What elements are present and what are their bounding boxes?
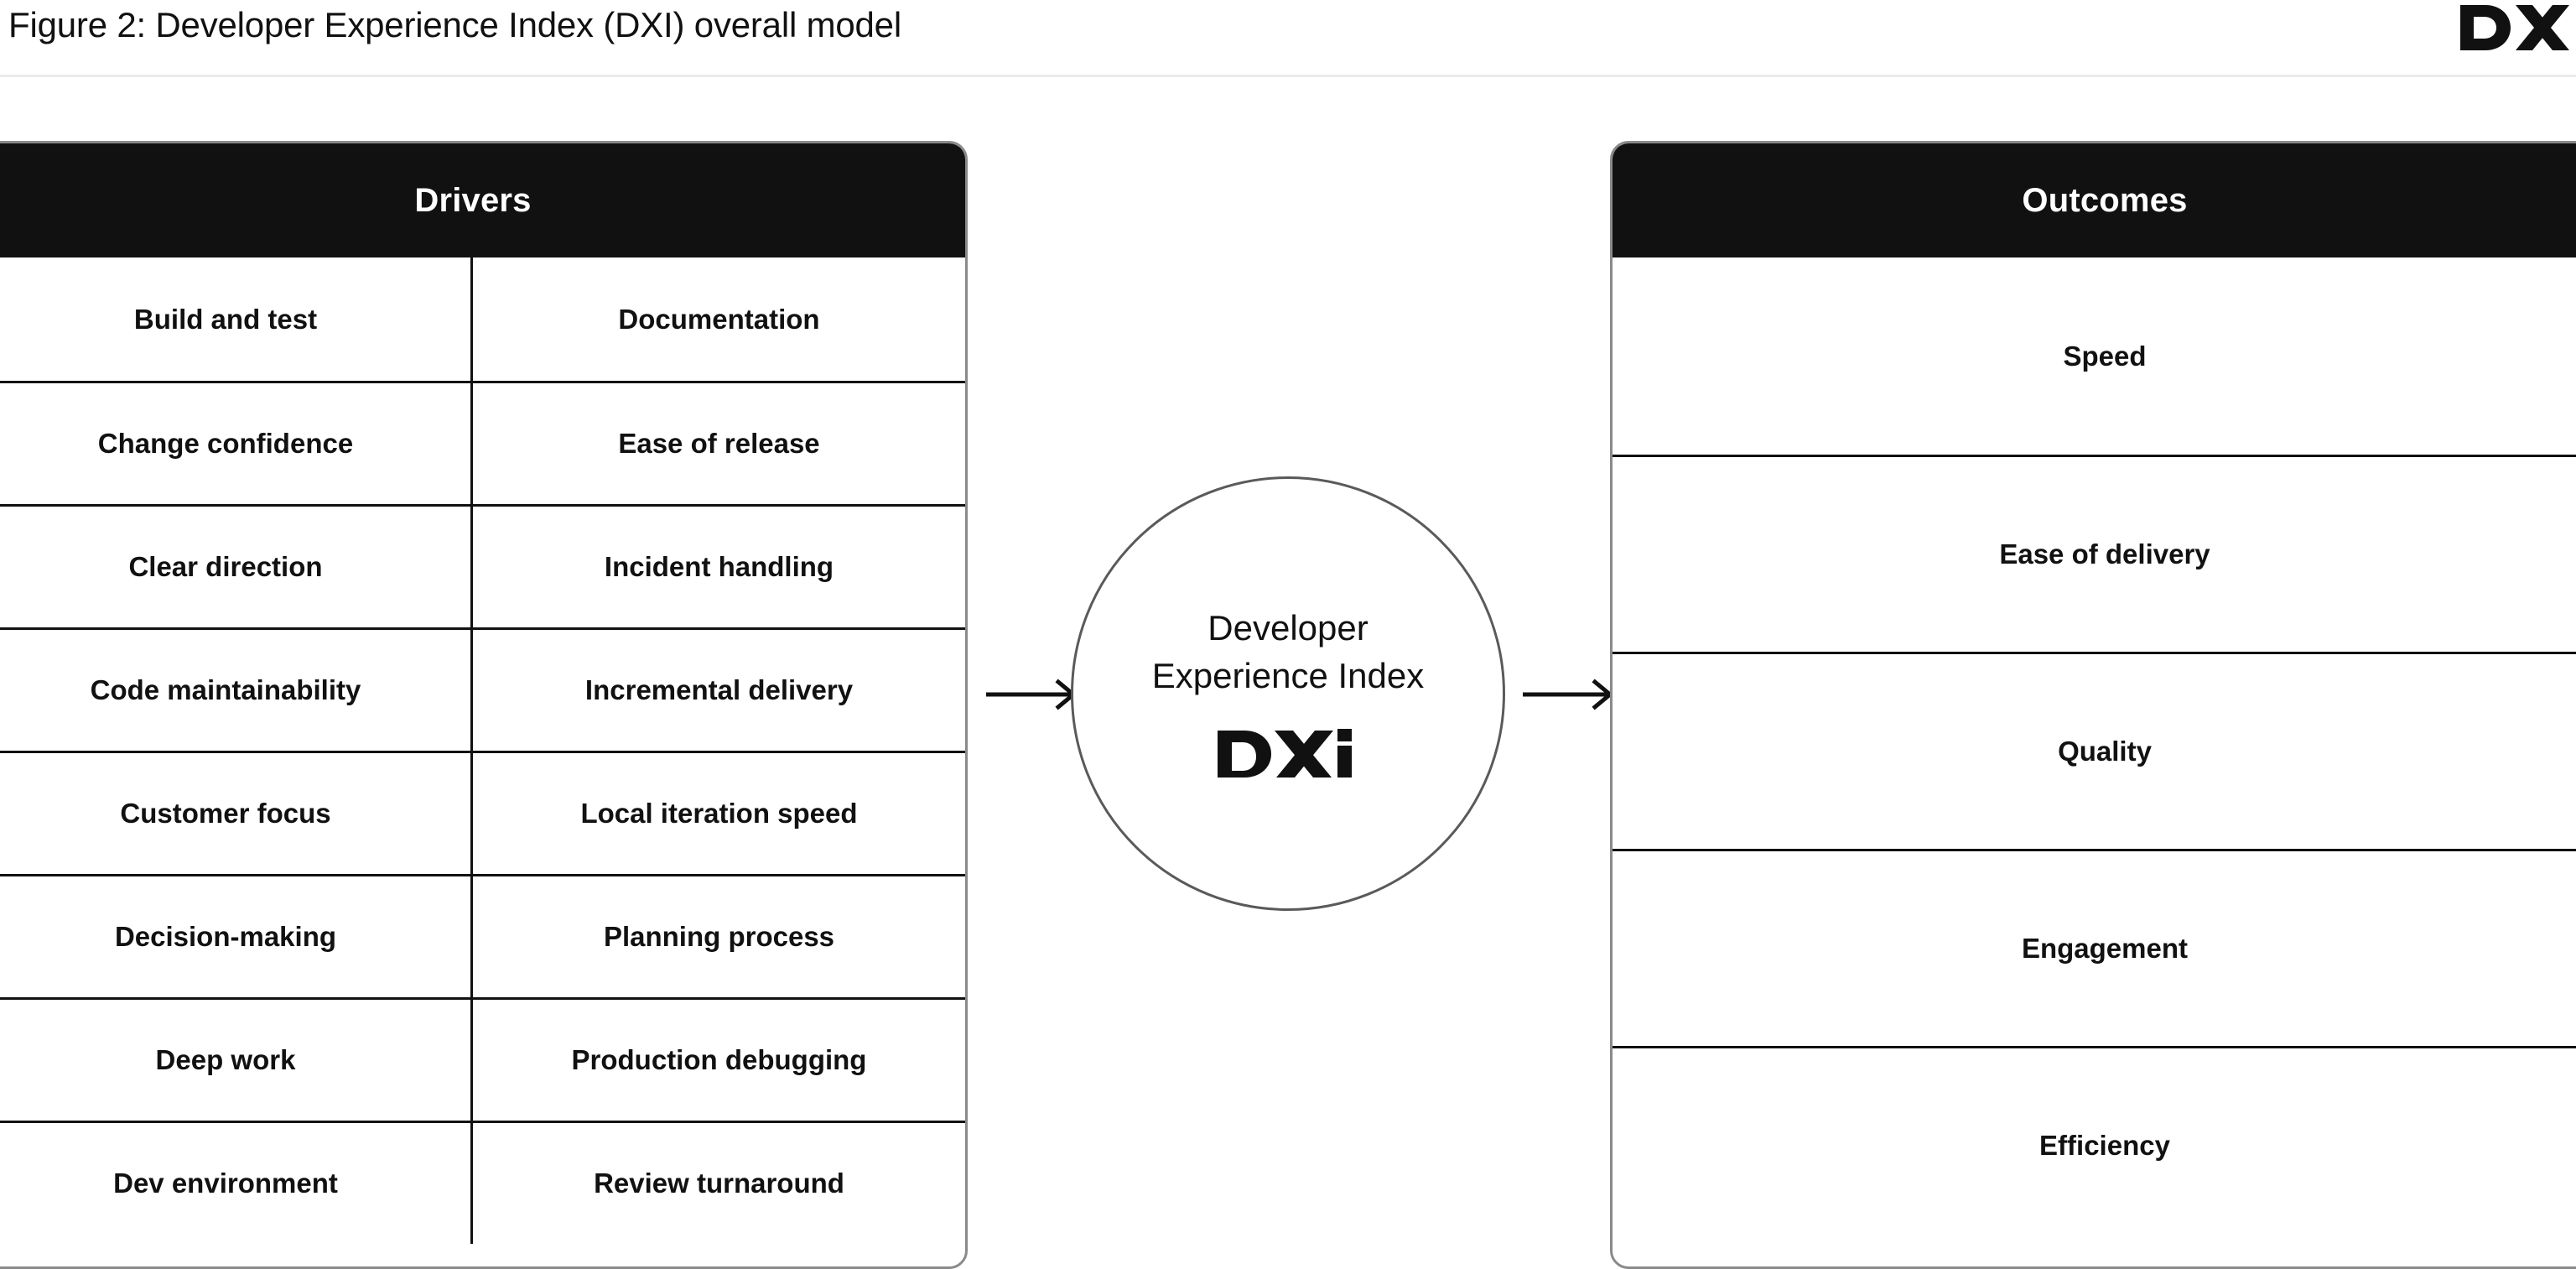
driver-cell[interactable]: Build and test bbox=[0, 257, 473, 381]
driver-cell[interactable]: Local iteration speed bbox=[473, 751, 965, 874]
arrow-right-icon bbox=[984, 675, 1082, 714]
driver-cell[interactable]: Clear direction bbox=[0, 504, 473, 627]
outcome-cell[interactable]: Engagement bbox=[1613, 849, 2576, 1046]
outcome-cell[interactable]: Ease of delivery bbox=[1613, 455, 2576, 652]
driver-cell[interactable]: Planning process bbox=[473, 874, 965, 997]
driver-cell[interactable]: Dev environment bbox=[0, 1121, 473, 1244]
dxi-center-circle: Developer Experience Index bbox=[1071, 476, 1505, 911]
outcomes-list: Speed Ease of delivery Quality Engagemen… bbox=[1613, 257, 2576, 1243]
drivers-grid: Build and test Documentation Change conf… bbox=[0, 257, 965, 1244]
dxi-logo bbox=[1216, 726, 1360, 783]
figure-caption: Figure 2: Developer Experience Index (DX… bbox=[8, 5, 901, 44]
outcome-cell[interactable]: Efficiency bbox=[1613, 1046, 2576, 1243]
driver-cell[interactable]: Production debugging bbox=[473, 997, 965, 1121]
drivers-panel: Drivers Build and test Documentation Cha… bbox=[0, 141, 968, 1269]
dxi-title-line-2: Experience Index bbox=[1151, 656, 1425, 695]
dxi-title-line-1: Developer bbox=[1208, 608, 1368, 648]
outcomes-panel-title: Outcomes bbox=[1613, 143, 2576, 257]
driver-cell[interactable]: Deep work bbox=[0, 997, 473, 1121]
driver-cell[interactable]: Customer focus bbox=[0, 751, 473, 874]
outcome-cell[interactable]: Speed bbox=[2063, 340, 2147, 372]
driver-cell[interactable]: Decision-making bbox=[0, 874, 473, 997]
driver-cell[interactable]: Review turnaround bbox=[473, 1121, 965, 1244]
driver-cell[interactable]: Code maintainability bbox=[0, 627, 473, 751]
outcomes-panel: Outcomes Speed Ease of delivery Quality … bbox=[1610, 141, 2576, 1269]
driver-cell[interactable]: Documentation bbox=[618, 303, 820, 335]
driver-cell[interactable]: Incident handling bbox=[473, 504, 965, 627]
arrow-right-icon bbox=[1521, 675, 1618, 714]
driver-cell[interactable]: Incremental delivery bbox=[473, 627, 965, 751]
outcome-cell[interactable]: Quality bbox=[1613, 652, 2576, 849]
driver-cell[interactable]: Change confidence bbox=[0, 381, 473, 504]
dx-logo bbox=[2459, 2, 2576, 54]
page-header: Figure 2: Developer Experience Index (DX… bbox=[0, 0, 2576, 77]
driver-cell[interactable]: Ease of release bbox=[473, 381, 965, 504]
drivers-panel-title: Drivers bbox=[0, 143, 965, 257]
